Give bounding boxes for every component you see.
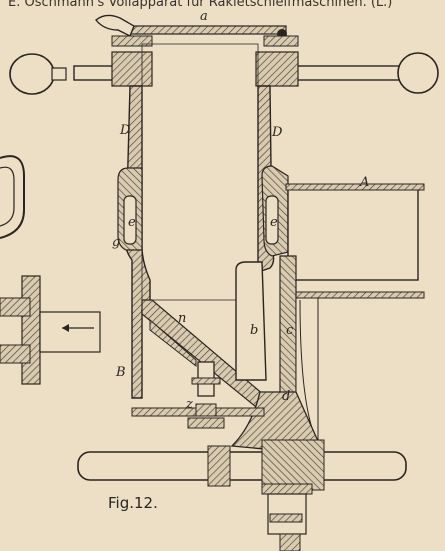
bottom-valve-z	[187, 361, 225, 429]
label-n: n	[178, 311, 186, 326]
label-b: b	[250, 323, 258, 338]
left-hook-fragment	[0, 155, 25, 239]
figure-caption: Fig.12.	[108, 494, 158, 512]
label-g: g	[112, 235, 120, 250]
label-a: a	[200, 9, 208, 24]
lower-shaft	[77, 439, 407, 491]
label-A: A	[359, 175, 369, 190]
bottom-pedestal	[261, 483, 313, 551]
label-D-right: D	[271, 125, 283, 140]
vessel-cavity	[141, 43, 259, 301]
label-D-left: D	[119, 123, 131, 138]
label-z: z	[185, 397, 193, 412]
vessel-right-wall	[255, 51, 299, 273]
left-pipe-fragment	[0, 275, 101, 385]
label-d: d	[282, 389, 290, 404]
label-e-right: e	[270, 215, 278, 230]
cover-lid-a	[95, 14, 299, 47]
inner-support-rib	[149, 318, 197, 368]
header-title: E. Oschmann's Vollapparat für Rakletschl…	[8, 0, 392, 10]
label-B: B	[115, 365, 126, 380]
label-c: c	[286, 323, 294, 338]
top-handle-bar	[9, 52, 439, 95]
label-e-left: e	[128, 215, 136, 230]
